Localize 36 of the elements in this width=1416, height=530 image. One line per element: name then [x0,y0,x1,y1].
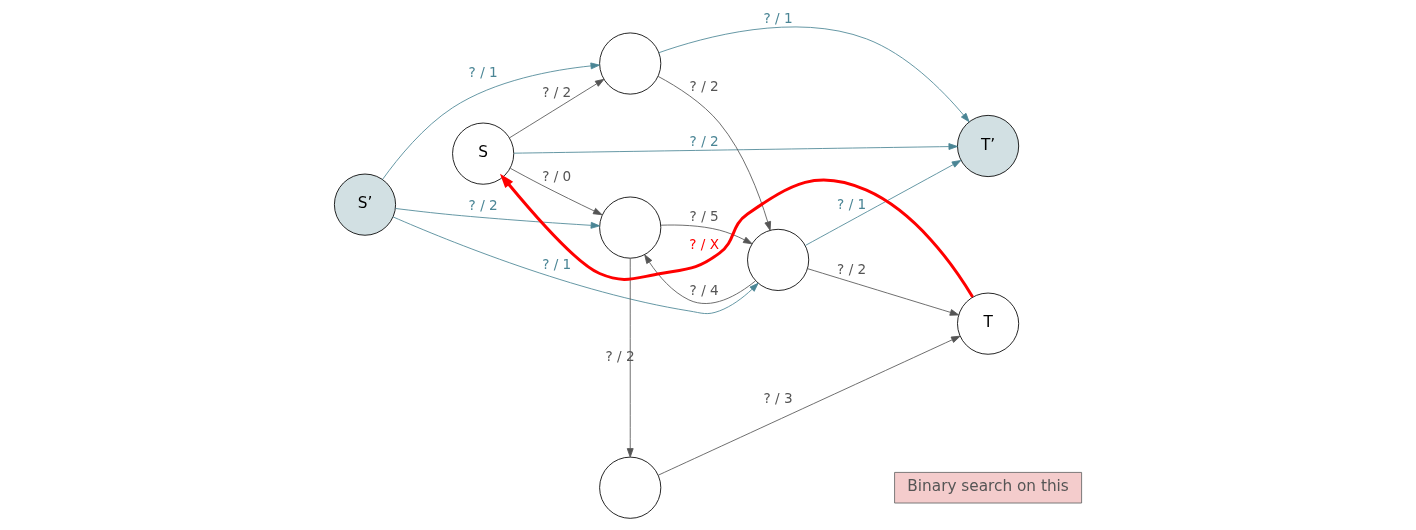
edge-label: ? / 2 [689,132,719,149]
edge-label: ? / 1 [837,195,867,212]
edge-label: ? / 5 [689,207,719,224]
arrow [382,62,600,180]
edge-label: ? / 2 [837,261,867,278]
node-circle [599,32,662,95]
node-circle [599,456,662,519]
node-circle: T [957,292,1020,355]
edge-label: ? / 4 [689,282,719,299]
arrow [513,143,958,154]
arrow [395,208,601,229]
arrow [657,75,772,231]
edge-label: ? / X [689,235,720,252]
arrow [804,160,962,246]
arrow [658,26,970,123]
edge-label: ? / 1 [763,9,793,26]
edge-label: ? / 0 [542,167,572,184]
edge-label: ? / 1 [468,63,498,80]
node-circle [599,196,662,259]
arrow [392,216,759,315]
arrow [807,268,960,316]
edge-label: ? / 1 [542,256,572,273]
node-box: Binary search on this [894,472,1083,504]
arrow [658,335,961,476]
arrow [509,78,605,139]
edge-label: ? / 2 [542,83,572,100]
node-circle: S’ [333,173,397,236]
arrow [499,173,974,298]
edge-label: ? / 3 [763,390,793,407]
edge-label: ? / 2 [689,78,719,95]
arrow [660,224,753,245]
edge-label: ? / 2 [468,197,498,214]
arrow [626,258,634,458]
node-circle: S [452,122,515,185]
arrow [644,254,756,304]
arrow [509,167,603,216]
